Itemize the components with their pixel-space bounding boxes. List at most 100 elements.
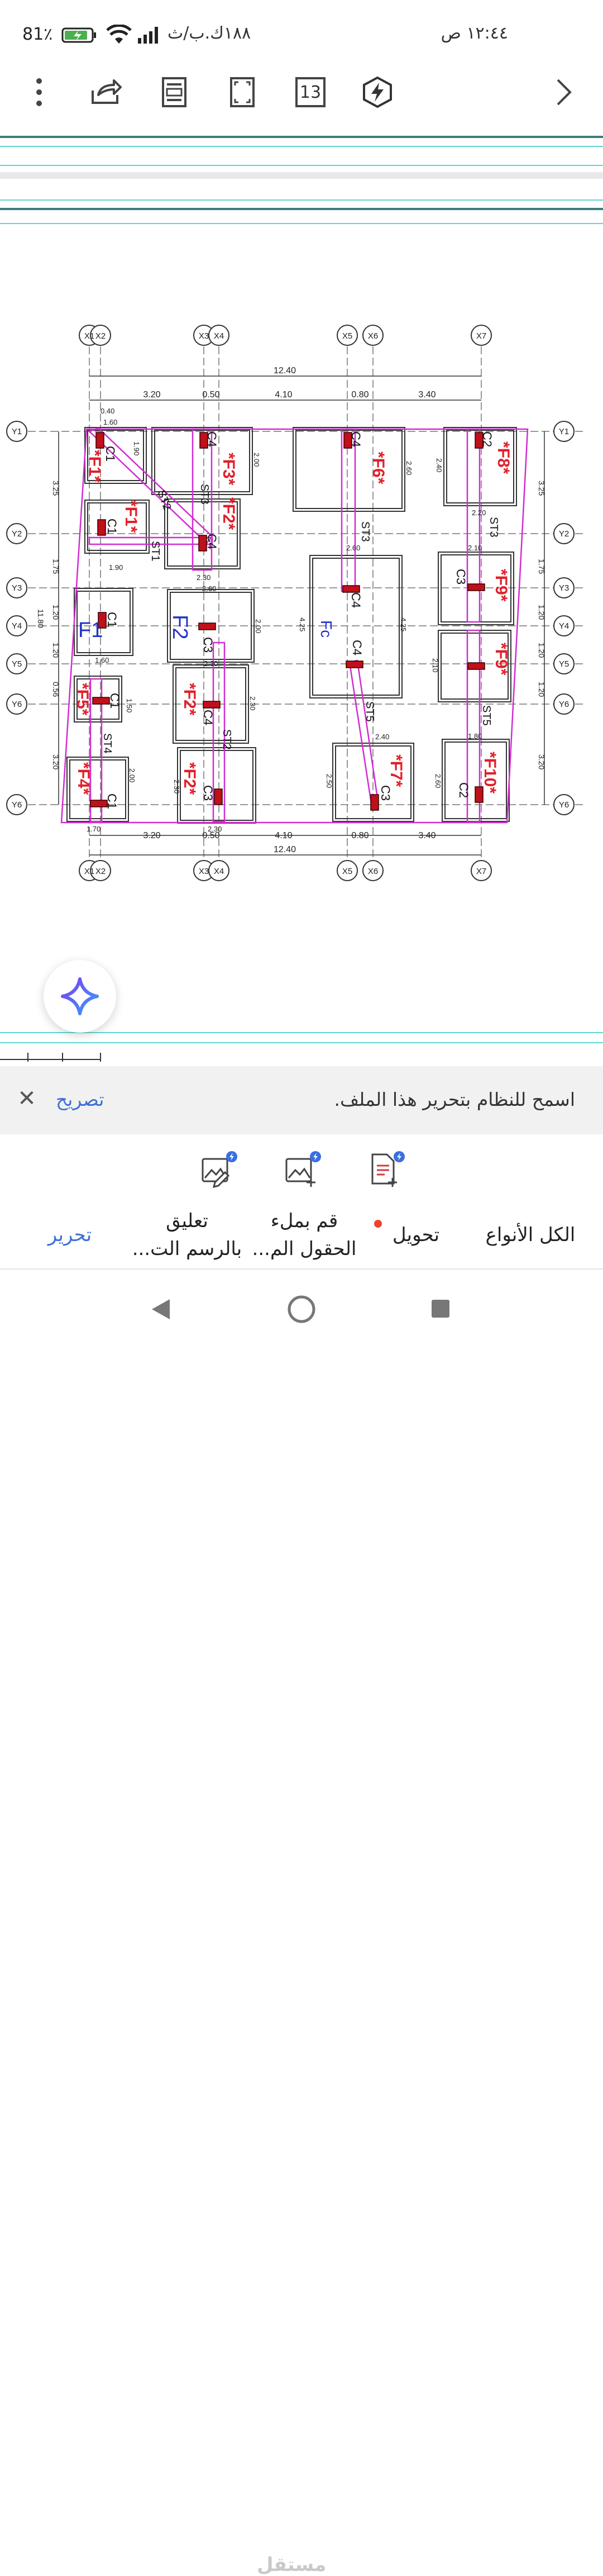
svg-text:Y5: Y5 [559,659,569,669]
svg-text:C1: C1 [105,793,119,809]
edit-permission-banner: ✕ تصريح اسمح للنظام بتحرير هذا الملف. [0,1066,603,1134]
ai-bolt-icon[interactable] [361,75,394,109]
svg-text:1.80: 1.80 [468,732,482,740]
svg-text:1.20: 1.20 [537,682,546,697]
svg-text:Y4: Y4 [559,621,569,631]
svg-text:2.20: 2.20 [472,508,486,517]
svg-text:*F10*: *F10* [481,752,499,793]
page-count-icon[interactable]: 13 [294,75,327,109]
svg-text:1.50: 1.50 [125,698,133,712]
ai-assistant-button[interactable] [44,960,116,1033]
svg-text:1.90: 1.90 [132,441,141,455]
svg-text:*F2*: *F2* [219,497,238,530]
add-image-icon[interactable] [282,1150,321,1189]
svg-text:1.60: 1.60 [103,418,117,426]
svg-text:*F6*: *F6* [369,451,387,484]
wifi-icon [106,25,132,44]
svg-text:*F4*: *F4* [74,762,93,795]
svg-text:Y5: Y5 [12,659,22,669]
tab-edit[interactable]: تحرير [34,1221,106,1249]
status-time: ١٢:٤٤ ص [441,23,508,43]
svg-text:X3: X3 [199,867,209,876]
ai-sparkle-icon [61,977,99,1015]
footing-labels-blue: F1 F2 Fc [78,615,335,642]
tab-edit-label: تحرير [47,1224,92,1246]
svg-text:*F2*: *F2* [180,762,199,795]
svg-text:2.10: 2.10 [431,658,439,672]
svg-text:4.10: 4.10 [275,390,292,400]
svg-text:2.00: 2.00 [252,453,261,467]
recents-icon[interactable] [430,1298,451,1319]
svg-text:F1: F1 [78,619,103,642]
svg-text:0.80: 0.80 [351,831,368,840]
svg-text:ST3: ST3 [198,484,210,505]
svg-text:0.50: 0.50 [202,390,219,400]
svg-text:Y6: Y6 [559,800,569,810]
close-icon[interactable]: ✕ [17,1086,36,1111]
svg-text:C3: C3 [454,569,468,584]
tab-fill-fields[interactable]: قم بملء الحقول الم... [248,1207,360,1263]
y-axis-markers [6,421,575,815]
svg-text:X5: X5 [342,331,352,341]
tab-comment-drawing[interactable]: تعليق بالرسم الت... [131,1207,243,1263]
svg-text:2.00: 2.00 [254,619,262,633]
svg-text:C2: C2 [480,431,494,447]
svg-text:1.75: 1.75 [537,559,546,574]
svg-text:C4: C4 [205,431,219,447]
svg-text:0.56: 0.56 [51,682,60,697]
dimension-texts-top: 12.40 3.20 0.50 4.10 0.80 3.40 3.20 0.50… [143,366,436,854]
tab-fill-fields-line2: الحقول الم... [252,1238,357,1260]
chevron-right-icon[interactable] [547,75,581,109]
reader-mode-icon[interactable] [157,75,191,109]
network-speed: ١٨٨ك.ب/ث [168,23,251,43]
home-icon[interactable] [286,1294,317,1325]
svg-text:C1: C1 [105,612,119,628]
page-separator-lines [0,136,603,1066]
more-vert-icon[interactable] [22,75,56,109]
back-icon[interactable] [150,1297,172,1322]
svg-text:*F1*: *F1* [85,450,104,483]
svg-text:4.10: 4.10 [275,831,292,840]
tab-all-types[interactable]: الكل الأنواع [480,1221,581,1249]
svg-text:3.20: 3.20 [143,390,160,400]
svg-text:X2: X2 [95,867,106,876]
svg-text:3.20: 3.20 [537,754,546,769]
footing-labels-red: *F1* *F3* *F2* *F6* *F8* *F1* *F9* *F9* … [73,441,513,795]
svg-text:C2: C2 [457,782,471,798]
svg-text:*F8*: *F8* [494,441,513,474]
tab-convert-label: تحويل [392,1224,440,1246]
svg-text:X4: X4 [214,867,224,876]
allow-button[interactable]: تصريح [56,1089,104,1110]
share-icon[interactable] [89,75,123,109]
svg-text:2.30: 2.30 [197,573,210,582]
svg-text:Fc: Fc [318,620,335,638]
svg-text:2.40: 2.40 [435,458,443,472]
svg-text:3.25: 3.25 [537,481,546,496]
svg-text:X6: X6 [368,331,378,341]
svg-text:1.60: 1.60 [95,656,109,664]
banner-message: اسمح للنظام بتحرير هذا الملف. [334,1089,575,1110]
svg-text:Y3: Y3 [559,583,569,593]
svg-text:Y6: Y6 [559,700,569,709]
convert-document-icon[interactable] [366,1150,405,1189]
tab-fill-fields-line1: قم بملء [270,1210,338,1232]
svg-text:Y1: Y1 [559,427,569,436]
svg-text:1.20: 1.20 [537,605,546,620]
svg-text:Y6: Y6 [12,700,22,709]
svg-text:Y2: Y2 [12,529,22,539]
tab-convert[interactable]: تحويل [374,1220,452,1249]
fit-page-icon[interactable] [226,75,259,109]
svg-text:Y6: Y6 [12,800,22,810]
svg-text:*F7*: *F7* [387,754,405,787]
x-axis-markers-top [79,325,492,346]
svg-text:Y1: Y1 [12,427,22,436]
svg-text:C4: C4 [349,431,363,447]
footing-dimension-texts: 0.40 1.60 1.90 1.90 2.00 2.60 2.40 2.20 … [87,407,486,833]
svg-text:C4: C4 [350,640,364,655]
tab-all-types-label: الكل الأنواع [485,1224,576,1246]
svg-text:C4: C4 [205,534,219,549]
annotate-image-icon[interactable] [198,1150,237,1189]
svg-text:F2: F2 [168,615,192,639]
